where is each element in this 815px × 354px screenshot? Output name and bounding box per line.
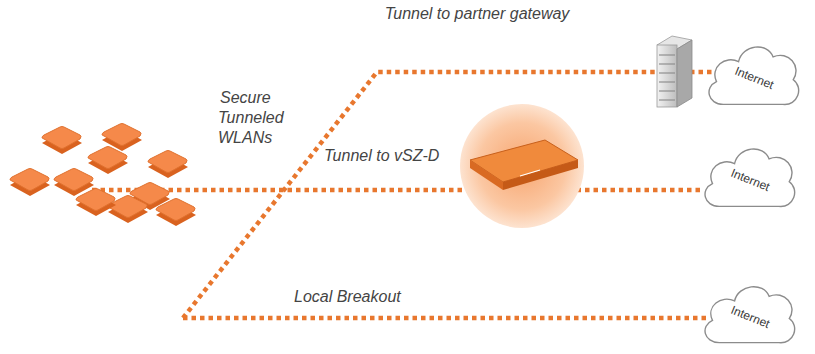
partner-tunnel-line (183, 72, 656, 318)
access-point (10, 169, 50, 197)
internet-cloud: Internet (700, 138, 796, 214)
partner-gateway-server (657, 36, 692, 107)
internet-cloud: Internet (704, 36, 800, 112)
cloud-label: Internet (729, 303, 772, 331)
access-point (76, 189, 116, 217)
vszd-appliance (460, 104, 584, 228)
internet-cloud: Internet (700, 276, 796, 350)
annotation-text: Tunnel to vSZ-D (322, 147, 441, 164)
cloud-label: Internet (733, 64, 776, 92)
annotation-text: Secure Tunneled WLANs (218, 89, 284, 146)
breakout-line (183, 316, 708, 321)
annotation-label: Secure Tunneled WLANs (218, 88, 306, 148)
tunnel-lines (92, 72, 712, 318)
cloud-label: Internet (729, 166, 772, 194)
annotation-text: Local Breakout (292, 288, 403, 305)
vszd-tunnel-line (92, 188, 700, 193)
access-points (10, 124, 196, 227)
annotation-label: Local Breakout (292, 287, 442, 307)
annotation-label: Tunnel to partner gateway (372, 4, 582, 24)
access-point (156, 199, 196, 227)
server-uplink-line (690, 70, 712, 75)
access-point (148, 151, 188, 179)
access-point (42, 127, 82, 155)
annotation-label: Tunnel to vSZ-D (322, 146, 472, 166)
annotation-text: Tunnel to partner gateway (383, 5, 572, 22)
access-point (88, 147, 128, 175)
